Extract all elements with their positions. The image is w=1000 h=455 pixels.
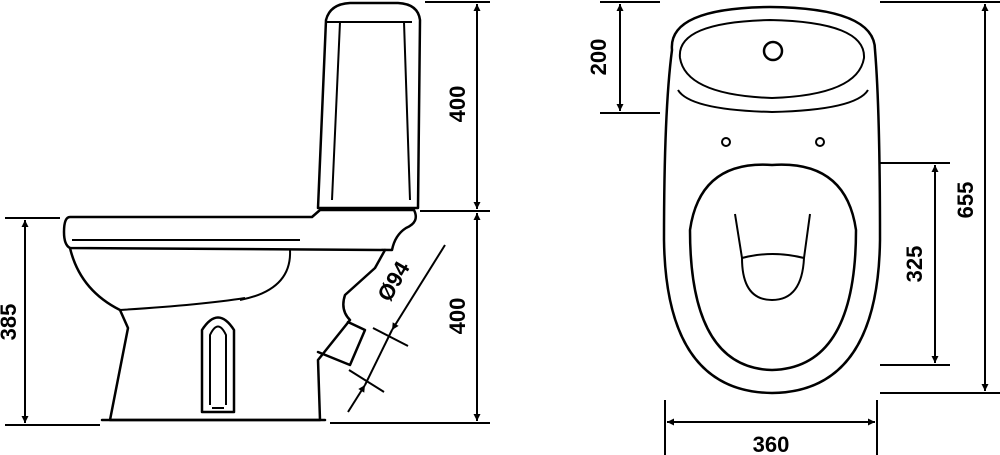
width-label: 360 — [753, 432, 790, 455]
top-view-outline — [662, 5, 882, 395]
dimension-bowl-to-back: 325 — [902, 165, 939, 363]
side-inlet-opening — [200, 316, 236, 414]
dimension-total-length: 655 — [953, 3, 989, 391]
tank-height-label: 400 — [445, 86, 470, 123]
bowl-height-label: 400 — [445, 298, 470, 335]
side-view: 385 400 400 Ø94 — [0, 1, 490, 426]
top-view: 200 655 325 360 — [586, 1, 1000, 455]
dimension-bowl-height: 400 — [445, 213, 481, 421]
tank-depth-label: 200 — [586, 39, 611, 76]
cistern-tank — [316, 1, 422, 210]
dimension-tank-depth: 200 — [586, 3, 624, 111]
dimension-tank-height: 400 — [445, 3, 481, 209]
bowl-seat — [62, 208, 417, 252]
seat-height-label: 385 — [0, 304, 21, 341]
bowl-to-back-label: 325 — [902, 246, 927, 283]
bowl-body — [68, 246, 387, 422]
dimension-width: 360 — [667, 418, 875, 455]
dimension-seat-height: 385 — [0, 220, 29, 423]
flush-button — [762, 40, 784, 62]
total-length-label: 655 — [953, 182, 978, 219]
